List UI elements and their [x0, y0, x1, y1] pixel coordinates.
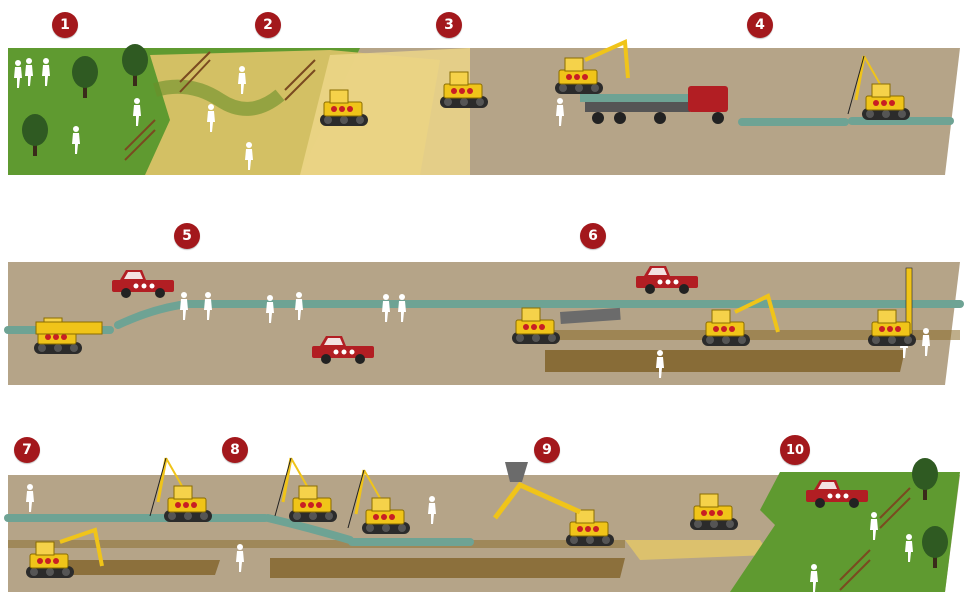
- step-badge-7: 7: [14, 437, 40, 463]
- step-badge-10: 10: [780, 435, 810, 465]
- pipe-segments-row1: [742, 121, 950, 122]
- step-badge-9: 9: [534, 437, 560, 463]
- step-badge-4: 4: [747, 12, 773, 38]
- step-badge-6: 6: [580, 223, 606, 249]
- step-badge-1: 1: [52, 12, 78, 38]
- step-badge-2: 2: [255, 12, 281, 38]
- step-badge-8: 8: [222, 437, 248, 463]
- step-badge-5: 5: [174, 223, 200, 249]
- step-badge-3: 3: [436, 12, 462, 38]
- row-1-strip: [8, 48, 960, 175]
